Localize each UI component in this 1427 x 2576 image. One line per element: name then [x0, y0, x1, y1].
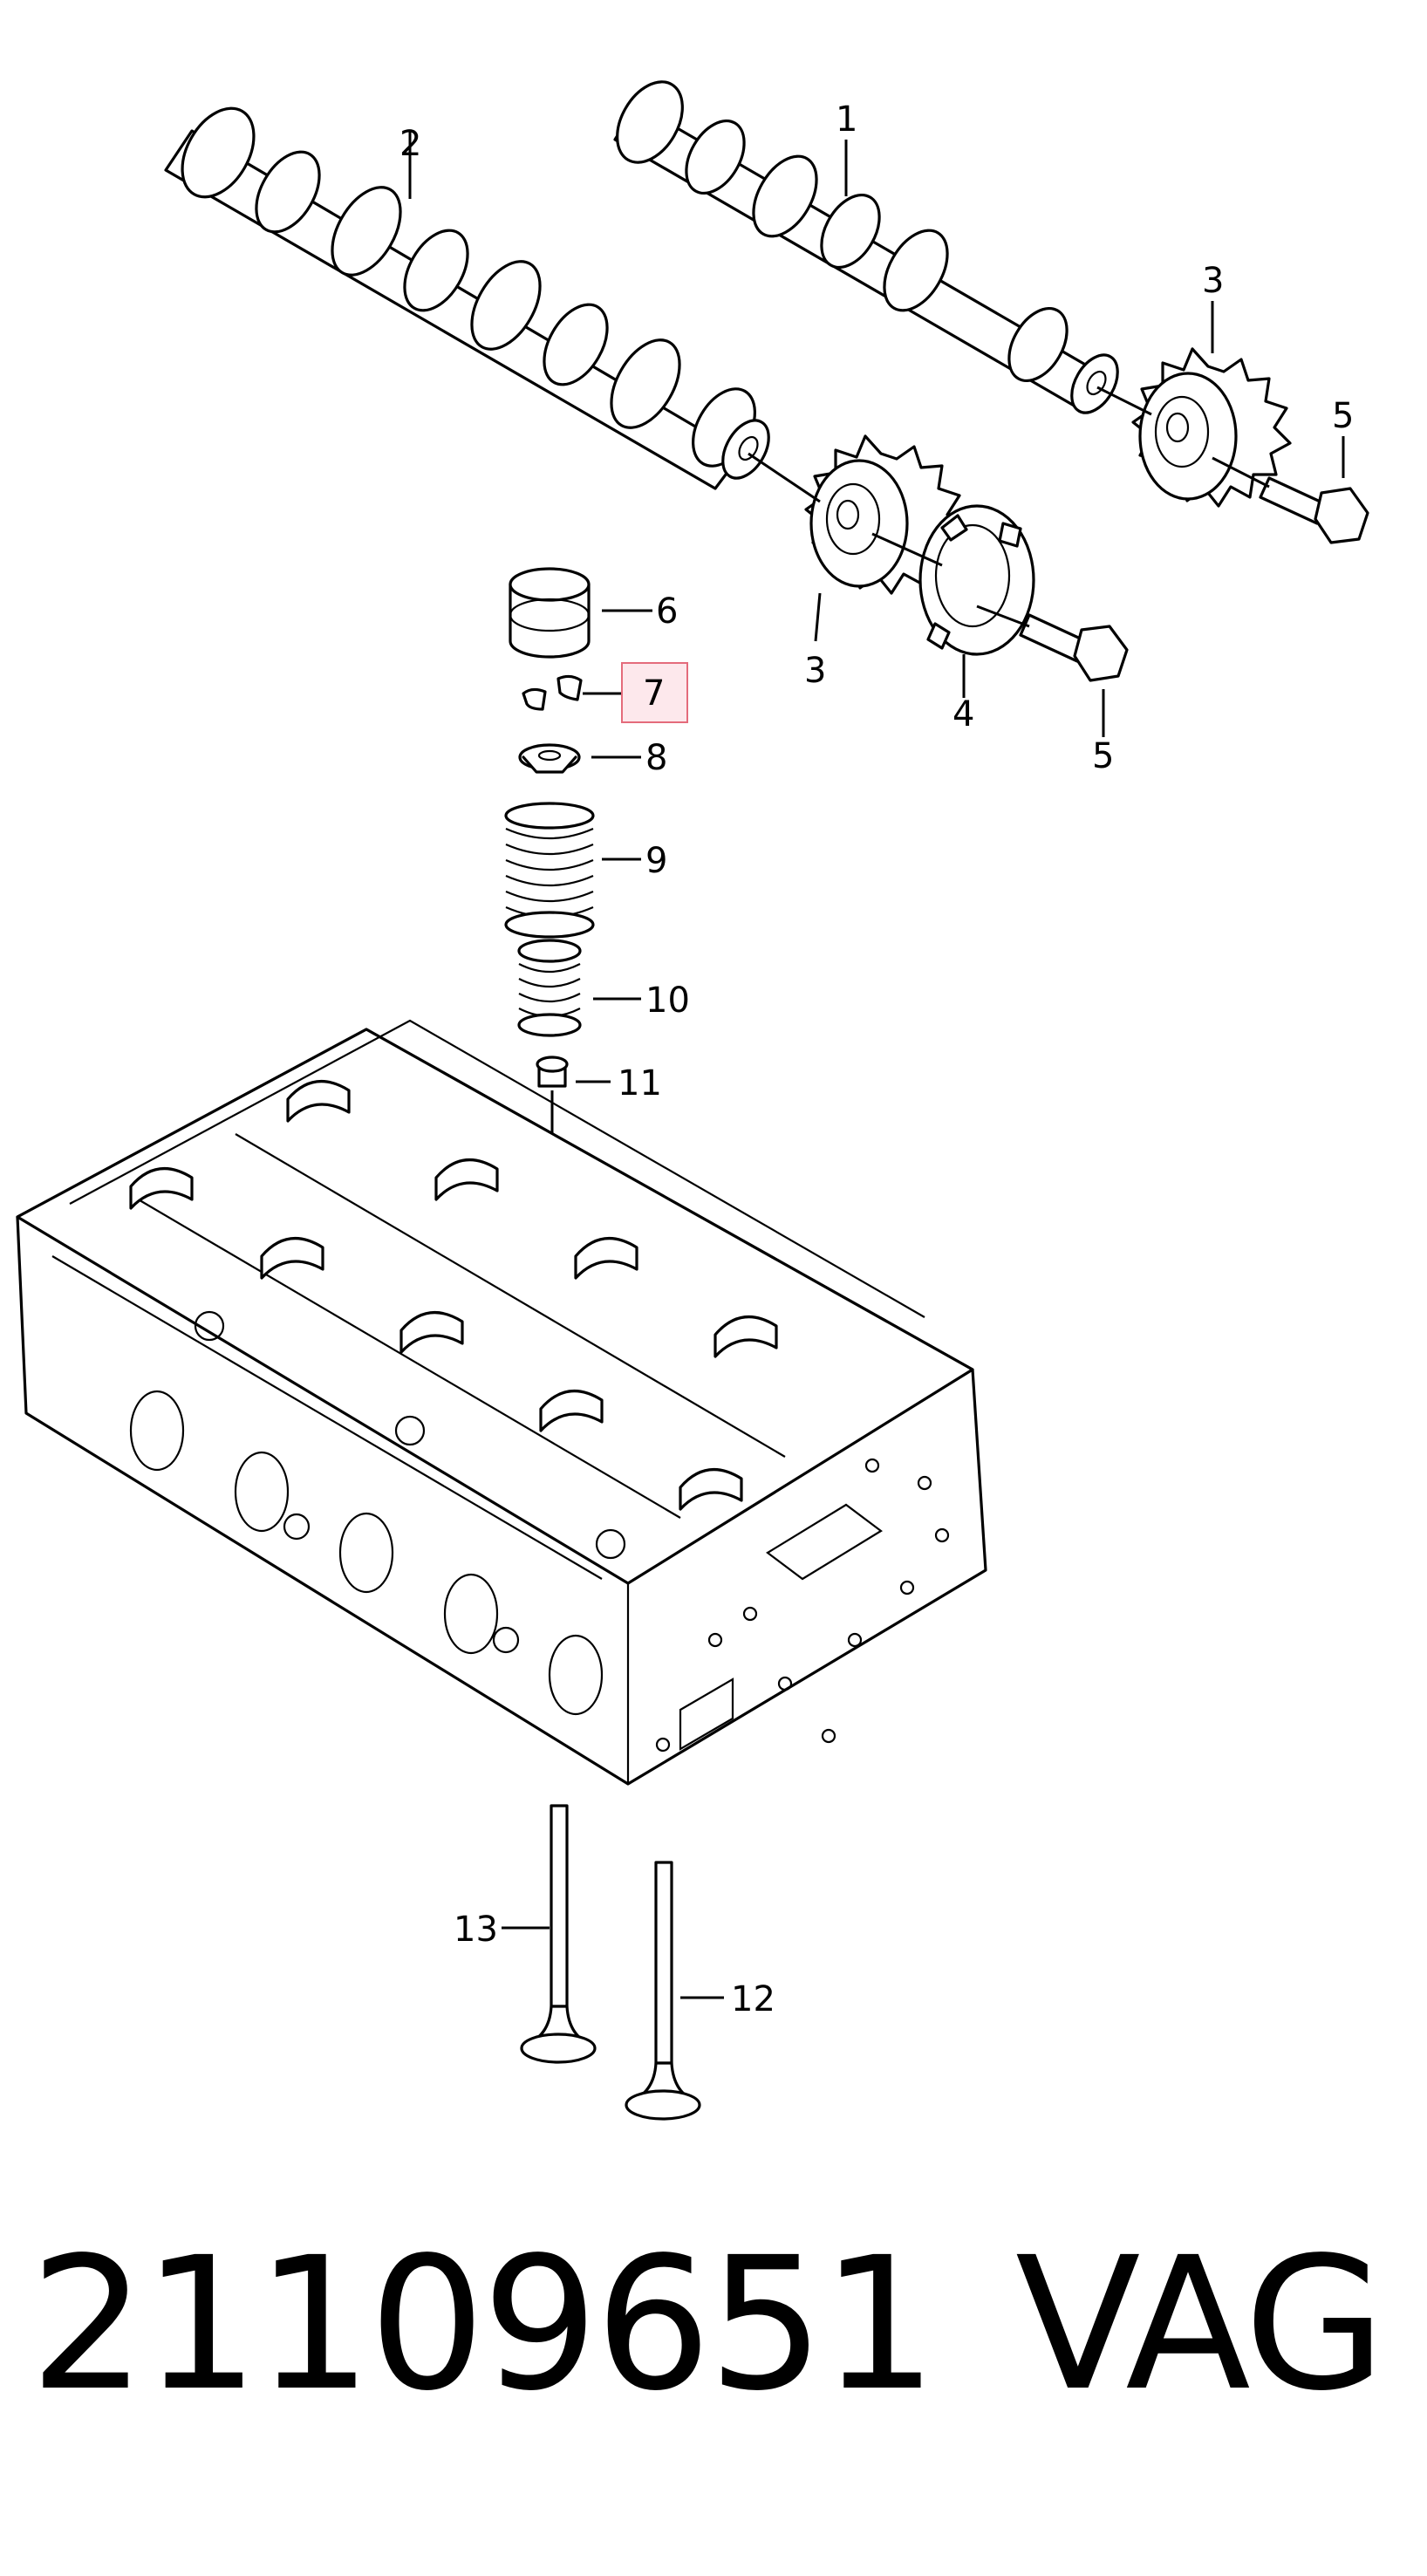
- camshaft-1: [613, 80, 1119, 414]
- camshaft-2: [164, 106, 770, 490]
- valve-12: [625, 1861, 701, 2121]
- callout-13: 13: [454, 1910, 498, 1950]
- callout-11: 11: [618, 1063, 662, 1104]
- callout-10: 10: [645, 981, 690, 1021]
- callout-6: 6: [656, 591, 678, 632]
- callout-9: 9: [645, 841, 667, 881]
- part-9-outer-spring: [504, 802, 595, 939]
- callout-4: 4: [952, 694, 974, 735]
- bolt-lower: [976, 605, 1129, 682]
- part-4-ring: [918, 504, 1035, 656]
- callout-8: 8: [645, 738, 667, 778]
- callout-1: 1: [836, 99, 857, 140]
- callout-7: 7: [643, 673, 665, 714]
- part-number-footer: 21109651 VAG: [30, 2229, 1408, 2421]
- highlight-box-7: [621, 662, 688, 723]
- callout-3-left: 3: [804, 651, 826, 691]
- part-number: 21109651: [30, 2217, 938, 2431]
- callout-5-right: 5: [1332, 396, 1354, 436]
- callout-2: 2: [399, 124, 421, 164]
- callout-5-lower: 5: [1092, 736, 1114, 776]
- part-10-inner-spring: [517, 939, 582, 1037]
- part-11-valve-seal: [536, 1056, 569, 1088]
- callout-labels: 1 2 3 3 4 5 5 6 7 8 9 10 11 12 13: [399, 99, 1354, 2019]
- valve-13: [520, 1804, 597, 2064]
- callout-3-right: 3: [1202, 261, 1224, 301]
- cylinder-head: [16, 1019, 987, 1786]
- part-7-keepers: [522, 674, 583, 711]
- part-8-retainer: [518, 743, 581, 774]
- callout-12: 12: [731, 1979, 775, 2019]
- sprocket-right: [1131, 347, 1292, 508]
- bolt-upper: [1212, 456, 1369, 544]
- part-6-tappet: [509, 567, 591, 659]
- brand-name: VAG: [1015, 2217, 1386, 2431]
